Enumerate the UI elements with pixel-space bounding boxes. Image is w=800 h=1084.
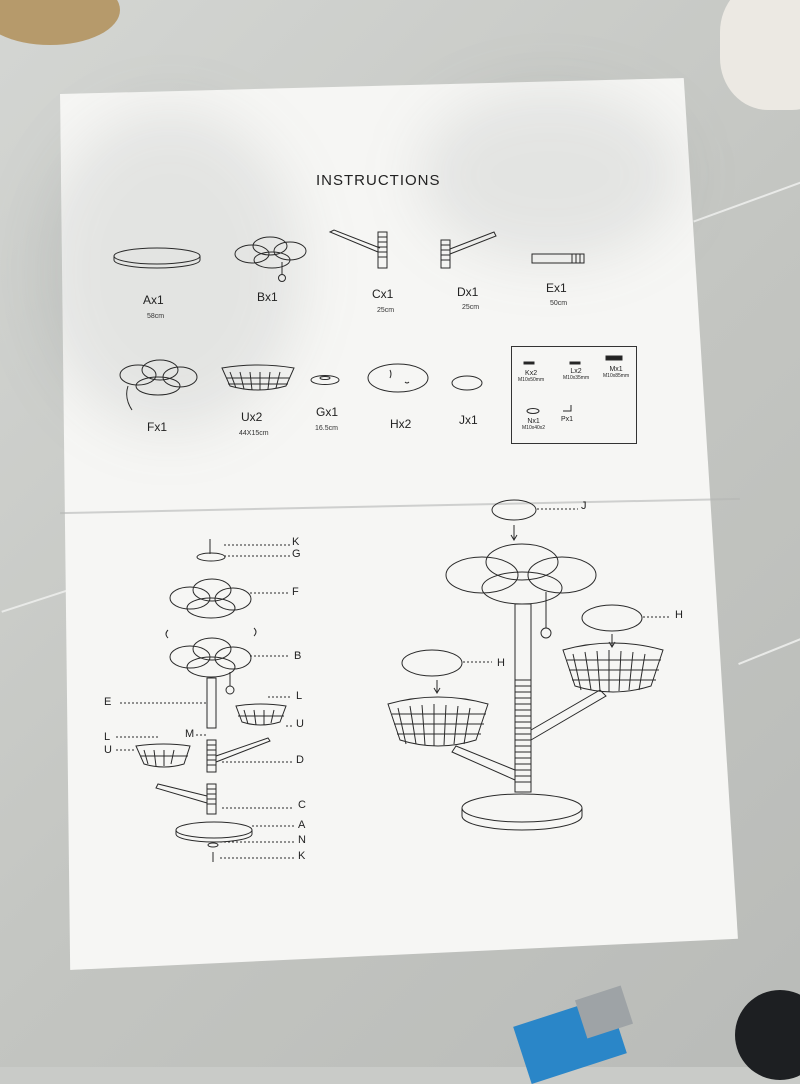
hardware-icons [523,355,623,414]
hardware-m-label: Mx1 [609,366,623,373]
exploded-label-b: B [294,650,302,662]
part-g-disc-drawing [310,375,340,385]
photo-shadow [420,90,680,260]
hardware-l-size: M10x35mm [563,375,590,381]
assembled-label-h-left: H [497,657,505,669]
part-f-cloud-drawing [119,359,198,411]
part-h-pad-drawing [367,363,429,393]
exploded-label-k-top: K [292,536,300,548]
part-size-d: 25cm [462,304,480,311]
hardware-p: Px1 [561,416,573,423]
exploded-label-k-bottom: K [298,850,306,862]
part-label-c: Cx1 [372,287,394,301]
hardware-k-size: M10x50mm [518,377,545,383]
part-e-tube-drawing [531,253,585,264]
black-lens-object [735,990,800,1080]
exploded-label-u-right: U [296,718,304,730]
part-label-j: Jx1 [459,413,478,427]
exploded-label-a: A [298,819,306,831]
part-c-post-drawing [328,229,388,269]
exploded-label-f: F [292,586,299,598]
exploded-label-l-left: L [104,731,111,743]
part-label-g: Gx1 [316,405,339,419]
assembled-label-j: J [581,500,587,512]
part-size-g: 16.5cm [315,425,338,432]
part-j-pad-drawing [451,375,483,391]
hardware-n-label: Nx1 [527,418,540,425]
part-size-u: 44X15cm [239,430,269,437]
hardware-l-label: Lx2 [570,368,582,375]
part-label-h: Hx2 [390,417,412,431]
instruction-sheet [60,78,738,970]
part-u-basket-drawing [221,364,295,391]
part-label-d: Dx1 [457,285,479,299]
exploded-label-d: D [296,754,304,766]
part-d-post-drawing [440,231,497,269]
exploded-view-drawing [116,539,294,862]
exploded-label-n: N [298,834,306,846]
exploded-label-l-right: L [296,690,303,702]
hardware-m-size: M10x85mm [603,373,630,379]
part-size-a: 58cm [147,313,165,320]
hardware-k-label: Kx2 [525,370,538,377]
exploded-label-m: M [185,728,195,740]
part-size-e: 50cm [550,300,568,307]
hardware-box [511,346,637,444]
assembled-label-h-right: H [675,609,683,621]
exploded-label-e: E [104,696,112,708]
part-size-c: 25cm [377,307,395,314]
part-label-e: Ex1 [546,281,567,295]
part-a-base-drawing [113,247,201,269]
part-label-f: Fx1 [147,420,168,434]
hardware-p-label: Px1 [561,416,574,423]
part-label-b: Bx1 [257,290,278,304]
part-label-a: Ax1 [143,293,164,307]
part-b-cloud-drawing [234,236,307,282]
exploded-label-g: G [292,548,301,560]
exploded-label-u-left: U [104,744,112,756]
instructions-title: INSTRUCTIONS [316,172,441,189]
hardware-n-size: M10x40x2 [522,425,546,431]
white-container [720,0,800,110]
assembled-view-drawing [387,499,670,831]
exploded-label-c: C [298,799,306,811]
part-label-u: Ux2 [241,410,263,424]
photo-shadow [40,110,300,430]
